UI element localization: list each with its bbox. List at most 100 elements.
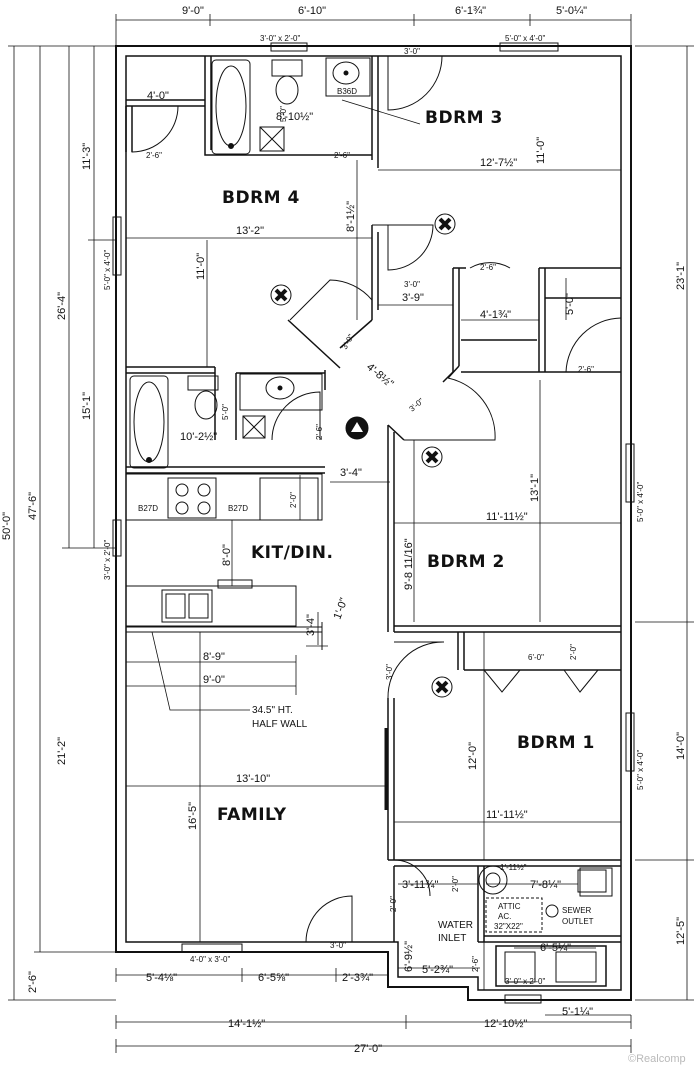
dim-island-h: 3'-4" <box>305 614 317 636</box>
window-label-left1: 5'-0" x 4'-0" <box>103 250 112 290</box>
window-labels: 3'-0" x 2'-0" 5'-0" x 4'-0" 5'-0" x 4'-0… <box>103 34 645 986</box>
cab-label-1: B27D <box>138 504 158 513</box>
dim-bdrm2-h2: 9'-8 11/16" <box>403 538 415 590</box>
utility-fixtures <box>478 865 613 987</box>
dim-door-4: 2'-6" <box>480 263 496 272</box>
room-labels: BDRM 3 BDRM 4 KIT/DIN. BDRM 2 BDRM 1 FAM… <box>217 108 595 825</box>
room-label-kitdin: KIT/DIN. <box>251 543 333 563</box>
room-label-bdrm3: BDRM 3 <box>425 108 503 128</box>
dim-island-d: 1'-0" <box>332 596 351 621</box>
dim-family-w: 13'-10" <box>236 773 270 785</box>
plan-notes: 34.5" HT. HALF WALL WATER INLET ATTIC AC… <box>252 705 594 944</box>
dim-diag-1: 4'-8½" <box>364 361 396 390</box>
dim-kit-w: 3'-4" <box>340 467 362 479</box>
dim-top-4: 5'-0¼" <box>556 5 587 17</box>
toilet-bath-1 <box>271 59 303 105</box>
dim-right-1: 23'-1" <box>675 262 687 290</box>
left-dimensions: 50'-0" 47'-6" 26'-4" 11'-3" 15'-1" 21'-2… <box>1 143 93 993</box>
dim-top-1: 9'-0" <box>182 5 204 17</box>
dim-left-1: 50'-0" <box>1 512 13 540</box>
hamper-bath-2 <box>242 415 266 439</box>
dim-bdrm2-w: 11'-11½" <box>486 511 528 523</box>
dim-left-7: 2'-6" <box>27 971 39 993</box>
toilet-bath-2 <box>187 375 219 420</box>
note-half-wall-1: 34.5" HT. <box>252 705 293 716</box>
dim-door-bdrm1: 3'-0" <box>385 664 394 680</box>
room-label-bdrm4: BDRM 4 <box>222 188 300 208</box>
dim-door-2: 2'-6" <box>334 151 350 160</box>
dim-bath2-w: 10'-2½" <box>180 431 217 443</box>
bottom-dimensions: 5'-4⅛" 6'-5⅝" 2'-3¾" 5'-1¼" 14'-1½" 12'-… <box>146 972 593 1055</box>
note-attic-3: 32"X22" <box>494 922 523 931</box>
door-swings <box>131 55 622 943</box>
dim-total-1: 14'-1½" <box>228 1018 265 1030</box>
dim-total-2: 12'-10½" <box>484 1018 527 1030</box>
tub-bath-1 <box>211 59 251 155</box>
right-dimensions: 23'-1" 14'-0" 12'-5" <box>675 262 687 945</box>
window-label-left2: 3'-0" x 2'-0" <box>103 540 112 580</box>
cab-label-2: B27D <box>228 504 248 513</box>
dim-diag-3: 3'-0" <box>408 396 426 413</box>
dim-left-3: 26'-4" <box>56 292 68 320</box>
interior-walls <box>125 56 621 943</box>
dim-left-4: 11'-3" <box>81 143 93 170</box>
dim-bottom-2: 6'-5⅝" <box>258 972 289 984</box>
dim-bottom-1: 5'-4⅛" <box>146 972 177 984</box>
dim-kit-d: 2'-0" <box>289 492 298 508</box>
window-label-bottom2: 3'-0" x 2'-0" <box>505 977 545 986</box>
dim-bath1-h: 5'-0" <box>279 106 288 122</box>
dim-bdrm3-h: 11'-0" <box>535 137 547 164</box>
dim-left-6: 21'-2" <box>56 737 68 765</box>
dim-closet4-w: 4'-0" <box>147 90 169 102</box>
window-label-right2: 5'-0" x 4'-0" <box>636 750 645 790</box>
dim-door-1: 2'-6" <box>146 151 162 160</box>
dim-util-w1: 3'-11¾" <box>402 879 438 891</box>
dim-closet3-w: 4'-1¾" <box>480 309 511 321</box>
dim-hall-door: 3'-0" <box>404 280 420 289</box>
window-label-right1: 5'-0" x 4'-0" <box>636 482 645 522</box>
sink-bath-2 <box>239 373 323 411</box>
note-attic-1: ATTIC <box>498 902 521 911</box>
windows <box>112 42 635 1004</box>
half-wall-lines <box>126 622 323 650</box>
room-label-family: FAMILY <box>217 805 287 825</box>
dim-top-2: 6'-10" <box>298 5 326 17</box>
note-half-wall-2: HALF WALL <box>252 719 308 730</box>
dim-right-3: 12'-5" <box>675 917 687 945</box>
dim-door-5: 2'-6" <box>578 365 594 374</box>
dim-util-h: 6'-9½" <box>403 941 415 972</box>
dim-closet1-w: 6'-0" <box>528 653 544 662</box>
dim-bdrm3-w: 12'-7½" <box>480 157 517 169</box>
dim-util-d3: 2'-0" <box>389 896 398 912</box>
dim-bottom-3: 2'-3¾" <box>342 972 373 984</box>
kitchen-island <box>125 579 297 627</box>
dim-left-2: 47'-6" <box>27 492 39 520</box>
kitchen-counter-top <box>125 473 323 521</box>
window-label-top1: 3'-0" x 2'-0" <box>260 34 300 43</box>
dim-util-w3: 5'-2¾" <box>422 964 453 976</box>
dim-util-w4: 6'-5¼" <box>540 942 571 954</box>
dim-hall-h: 8'-1½" <box>345 201 357 232</box>
dim-bath2-h: 5'-0" <box>221 404 230 420</box>
dim-bdrm4-w: 13'-2" <box>236 225 264 237</box>
top-dimensions: 9'-0" 6'-10" 6'-1¾" 5'-0¼" <box>182 5 587 17</box>
dim-closet1-h: 2'-0" <box>569 644 578 660</box>
note-attic-2: AC. <box>498 912 511 921</box>
dim-total-3: 27'-0" <box>354 1043 382 1055</box>
dimension-lines <box>8 14 694 1053</box>
window-label-top2: 5'-0" x 4'-0" <box>505 34 545 43</box>
dim-bottom-4: 5'-1¼" <box>562 1006 593 1018</box>
dim-bdrm4-h: 11'-0" <box>195 253 207 280</box>
watermark: ©Realcomp <box>628 1053 686 1065</box>
dim-bdrm2-h: 13'-1" <box>529 474 541 502</box>
dim-front-door: 3'-0" <box>330 941 346 950</box>
ceiling-fans <box>270 213 456 698</box>
dim-bath1-w: 8'-10½" <box>276 111 313 123</box>
dim-util-w2: 7'-8¼" <box>530 879 561 891</box>
note-water-1: WATER <box>438 920 473 931</box>
dim-hall-w: 3'-9" <box>402 292 424 304</box>
dim-bdrm1-h: 12'-0" <box>467 742 479 770</box>
room-label-bdrm1: BDRM 1 <box>517 733 595 753</box>
